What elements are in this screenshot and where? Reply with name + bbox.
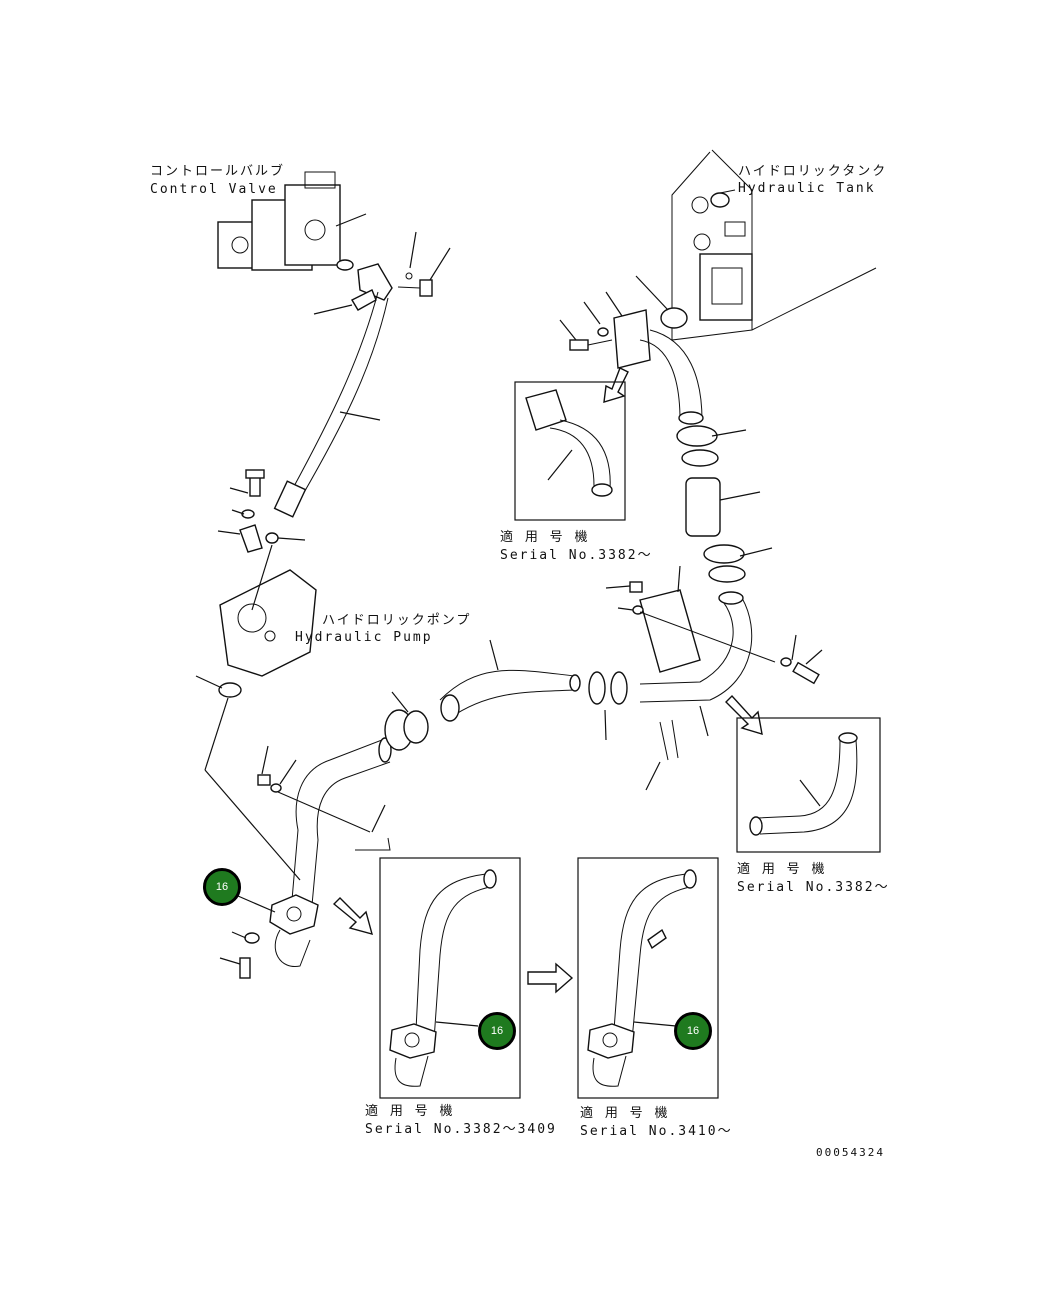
callout-badge[interactable]: 16 [203,868,241,906]
inset4-applicable-label: 適 用 号 機 [580,1106,670,1121]
inset3-applicable-label: 適 用 号 機 [365,1104,455,1119]
tank-pipe-drawing [559,291,823,791]
callout-badge[interactable]: 16 [478,1012,516,1050]
hydraulic-tank-drawing [635,149,877,341]
inset4-serial-label: Serial No.3410〜 [580,1124,733,1139]
suction-pipe-drawing [219,639,628,979]
inset3-part [389,869,497,1087]
hydraulic-tank-label-en: Hydraulic Tank [738,181,876,196]
drawing-number: 00054324 [816,1146,885,1159]
hydraulic-pump-label-en: Hydraulic Pump [295,630,433,645]
hose-valve-to-pump [273,231,451,518]
inset2-serial-label: Serial No.3382〜 [737,880,890,895]
inset4-part [587,869,697,1087]
inset3-serial-label: Serial No.3382〜3409 [365,1122,557,1137]
control-valve-label-en: Control Valve [150,182,278,197]
inset2-part [749,732,858,836]
hydraulic-pump-label-jp: ハイドロリックポンプ [322,613,472,628]
callout-badge[interactable]: 16 [674,1012,712,1050]
inset1-part [525,389,613,497]
pump-bolts [217,469,306,553]
inset1-applicable-label: 適 用 号 機 [500,530,590,545]
hydraulic-pump-drawing [195,544,317,881]
inset2-applicable-label: 適 用 号 機 [737,862,827,877]
control-valve-label-jp: コントロールバルブ [150,164,286,179]
arrows [332,367,763,994]
inset-frames [379,381,881,1099]
inset1-serial-label: Serial No.3382〜 [500,548,653,563]
hydraulic-tank-label-jp: ハイドロリックタンク [738,164,888,179]
control-valve-drawing [217,171,367,271]
